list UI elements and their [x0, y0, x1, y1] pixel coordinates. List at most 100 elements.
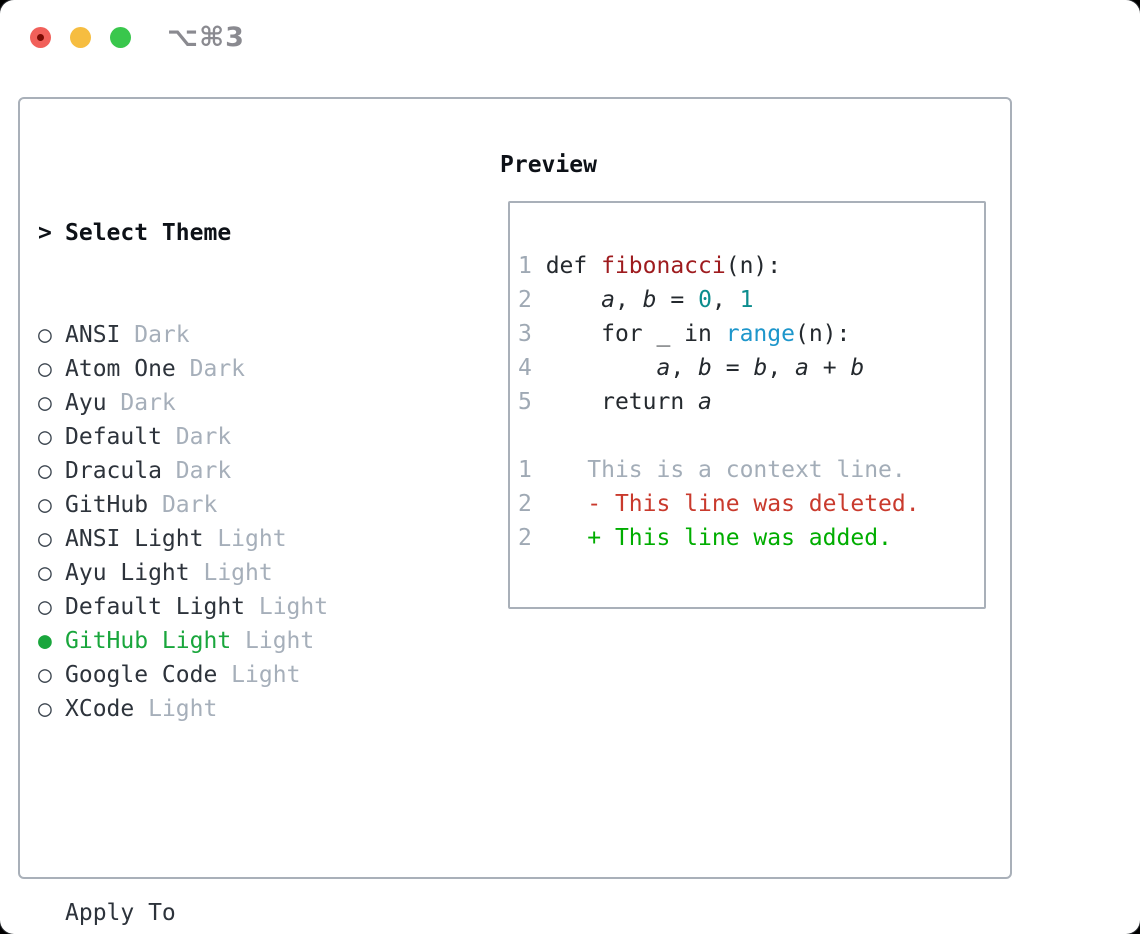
token-var: a — [656, 355, 671, 381]
token-plain — [546, 491, 588, 517]
item-variant-tag: Light — [189, 560, 273, 586]
token-var: b — [642, 287, 657, 313]
item-label: Dracula — [65, 458, 162, 484]
token-ctx: This is a context line. — [587, 457, 906, 483]
theme-item-xcode[interactable]: ○XCode Light — [38, 692, 488, 726]
theme-item-default[interactable]: ○ Default Dark — [38, 420, 488, 454]
line-number: 1 — [518, 457, 546, 483]
item-label: Google Code — [65, 662, 218, 688]
item-variant-tag: Light — [217, 662, 301, 688]
radio-unselected-icon: ○ — [38, 594, 52, 620]
line-number: 4 — [518, 355, 546, 381]
item-variant-tag: Dark — [175, 356, 246, 382]
radio-unselected-icon: ○ — [38, 424, 52, 450]
radio-unselected-icon: ○ — [38, 458, 52, 484]
apply-to-header: Apply To — [65, 900, 176, 926]
line-number: 1 — [518, 253, 546, 279]
radio-selected-icon: ● — [38, 628, 52, 654]
radio-unselected-icon: ○ — [38, 390, 52, 416]
line-number: 2 — [518, 287, 546, 313]
theme-item-github[interactable]: ○ GitHub Dark — [38, 488, 488, 522]
prompt-icon: > — [38, 220, 52, 246]
radio-unselected-icon: ○ — [38, 560, 52, 586]
radio-unselected-icon: ○ — [38, 696, 52, 722]
minimize-button[interactable] — [70, 27, 91, 48]
token-var: b — [850, 355, 865, 381]
token-func: fibonacci — [601, 253, 726, 279]
spacer — [38, 794, 488, 828]
line-number: 2 — [518, 491, 546, 517]
theme-menu-title: Select Theme — [65, 220, 232, 246]
token-add: + This line was added. — [587, 525, 892, 551]
token-plain — [546, 287, 601, 313]
line-number: 2 — [518, 525, 546, 551]
diff-line: 2 + This line was added. — [518, 521, 984, 555]
theme-item-dracula[interactable]: ○ Dracula Dark — [38, 454, 488, 488]
code-line: 2 a, b = 0, 1 — [518, 283, 984, 317]
token-plain — [546, 525, 588, 551]
token-num: 0 — [698, 287, 712, 313]
radio-unselected-icon: ○ — [38, 492, 52, 518]
token-var: a — [601, 287, 615, 313]
item-label: Atom One — [65, 356, 176, 382]
item-label: Ayu — [65, 390, 107, 416]
token-plain: + — [808, 355, 851, 381]
code-line: 4 a, b = b, a + b — [518, 351, 984, 385]
close-dot-icon — [37, 34, 44, 41]
theme-menu-header: > Select Theme — [38, 216, 488, 250]
token-builtin: range — [725, 321, 795, 347]
zoom-button[interactable] — [110, 27, 131, 48]
item-variant-tag: Dark — [161, 424, 232, 450]
item-label: Ayu Light — [65, 560, 190, 586]
theme-item-ansi[interactable]: ○ANSI Dark — [38, 318, 488, 352]
theme-menu: >Select Theme ○ANSI Dark○Atom One Dark○A… — [38, 148, 488, 934]
item-label: Default Light — [65, 594, 246, 620]
item-label: ANSI — [65, 322, 121, 348]
item-variant-tag: Dark — [161, 458, 232, 484]
line-number: 5 — [518, 389, 546, 415]
token-plain — [546, 457, 588, 483]
theme-item-ayu-light[interactable]: ○ Ayu Light Light — [38, 556, 488, 590]
token-plain: for _ in — [545, 321, 726, 347]
line-number: 3 — [518, 321, 546, 347]
token-num: 1 — [739, 287, 754, 313]
theme-item-github-light[interactable]: ● GitHub Light Light — [38, 624, 488, 658]
item-label: ANSI Light — [65, 526, 204, 552]
theme-item-ayu[interactable]: ○ Ayu Dark — [38, 386, 488, 420]
token-plain: def — [545, 253, 602, 279]
theme-item-default-light[interactable]: ○ Default Light Light — [38, 590, 488, 624]
blank-line — [518, 419, 984, 453]
item-variant-tag: Light — [231, 628, 315, 654]
item-variant-tag: Dark — [148, 492, 218, 518]
theme-item-ansi-light[interactable]: ○ANSI Light Light — [38, 522, 488, 556]
close-button[interactable] — [30, 27, 51, 48]
diff-line: 2 - This line was deleted. — [518, 487, 984, 521]
diff-line: 1 This is a context line. — [518, 453, 984, 487]
code-line: 5 return a — [518, 385, 984, 419]
window-title: ⌥⌘3 — [167, 22, 245, 53]
token-plain: (n): — [725, 253, 782, 279]
token-plain: = — [656, 287, 699, 313]
token-var: a — [795, 355, 809, 381]
token-var: a — [698, 389, 712, 415]
token-plain: return — [545, 389, 699, 415]
item-variant-tag: Light — [245, 594, 329, 620]
token-plain: , — [711, 287, 740, 313]
item-label: GitHub — [65, 492, 149, 518]
preview-title: Preview — [500, 152, 597, 178]
theme-item-google-code[interactable]: ○Google Code Light — [38, 658, 488, 692]
item-variant-tag: Dark — [106, 390, 176, 416]
token-plain: , — [670, 355, 699, 381]
token-var: b — [753, 355, 768, 381]
item-label: GitHub Light — [65, 628, 232, 654]
tui-panel: >Select Theme ○ANSI Dark○Atom One Dark○A… — [18, 97, 1012, 926]
titlebar: ⌥⌘3 — [0, 0, 1140, 97]
item-variant-tag: Light — [134, 696, 218, 722]
theme-item-atom-one[interactable]: ○Atom One Dark — [38, 352, 488, 386]
token-plain: (n): — [794, 321, 851, 347]
item-variant-tag: Light — [203, 526, 287, 552]
item-label: Default — [65, 424, 162, 450]
token-plain: , — [614, 287, 643, 313]
